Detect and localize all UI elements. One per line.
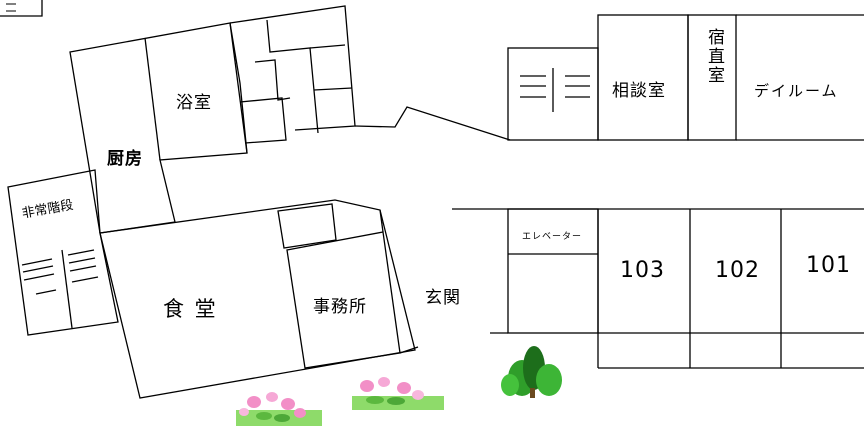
office-annex [277,203,337,249]
link-corridor [354,106,511,141]
entrance-door [379,209,384,233]
office-label: 事務所 [313,297,367,317]
stair-step [67,249,95,256]
bath-wall-left [144,37,161,161]
stair-step [21,258,53,266]
stair-step [35,289,57,295]
room-103-label: 103 [620,258,665,283]
room-102-label: 102 [715,258,760,283]
rear-wing [229,5,356,131]
day-room-label: デイルーム [754,82,839,100]
consultation-label: 相談室 [612,81,666,101]
kitchen-label: 厨房 [107,149,143,169]
stair-step [22,265,54,273]
bath-wall-right [229,22,248,154]
bath-label: 浴室 [176,93,212,113]
rear-cell-2 [313,87,353,91]
night-duty-label: 宿直室 [704,28,724,85]
emergency-stairs-outline [7,169,119,336]
stair-divider [61,249,73,329]
kitchen-outline [69,22,248,234]
rear-wing-inner [266,19,319,134]
elevator-label: エレベーター [522,232,583,242]
entrance-threshold [399,346,419,354]
dining-outline [99,199,416,399]
dining-label: 食 堂 [163,297,218,321]
corner-box [0,0,43,17]
stair-step [68,257,96,264]
flower-bed-icon [236,392,322,426]
entrance-label: 玄関 [425,288,461,308]
night-duty-room-outline [687,14,737,141]
small-room [239,97,287,144]
stair-step [71,276,99,283]
elevator-outline [507,208,599,334]
tree-icon [501,346,562,398]
stair-step [69,265,97,272]
stair-step [23,273,55,281]
rear-cell [309,44,346,49]
room-101-label: 101 [806,253,851,278]
flower-bed-icon [352,377,444,410]
corridor-bend [254,59,291,101]
